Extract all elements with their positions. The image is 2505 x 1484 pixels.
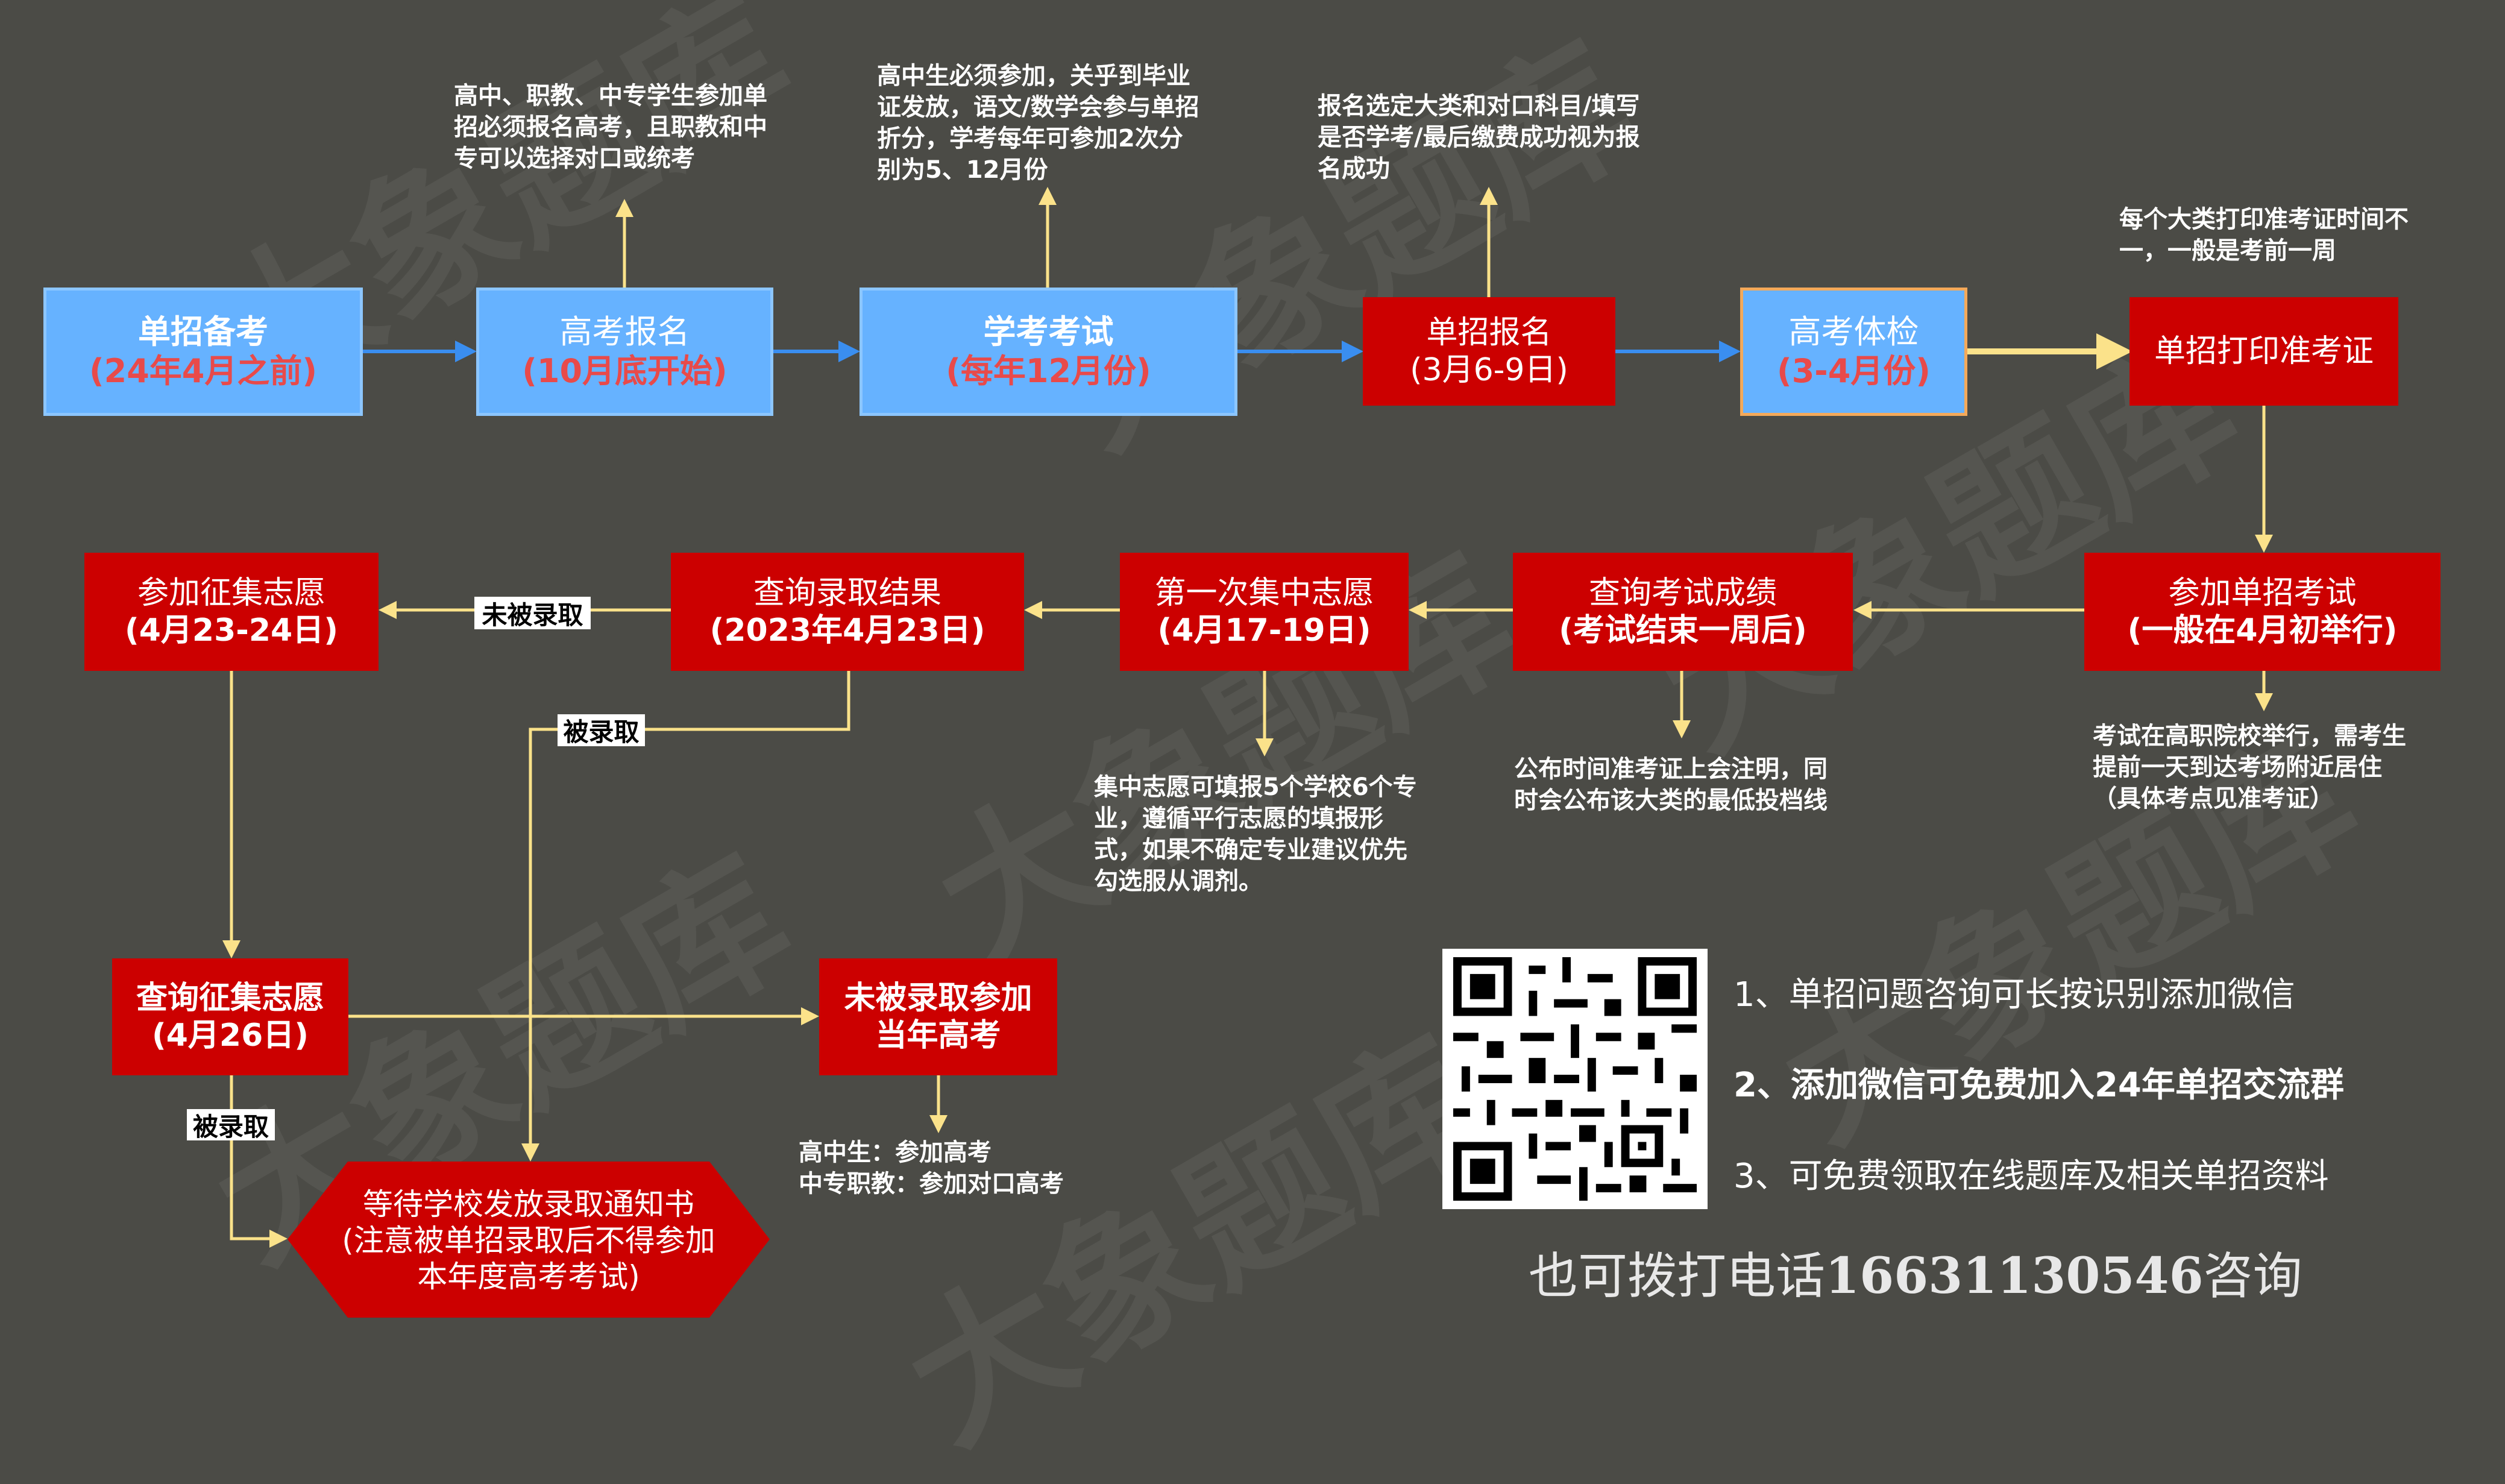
step-title-2: 当年高考 [875,1017,1001,1054]
phone-suffix: 咨询 [2203,1248,2302,1305]
label-admitted: 被录取 [187,1109,275,1142]
step-title: 查询考试成绩 [1588,574,1777,611]
info-line-3: 3、可免费领取在线题库及相关单招资料 [1733,1157,2329,1196]
step-date: (10月底开始) [522,351,728,390]
phone-prefix: 也可拨打电话 [1529,1248,1826,1305]
hexagon-shape [288,1162,770,1318]
step-title: 未被录取参加 [844,979,1032,1016]
step-date: (一般在4月初举行) [2127,612,2398,649]
label-not-admitted: 未被录取 [474,597,591,630]
step-print-ticket: 单招打印准考证 [2129,297,2398,406]
step-title: 查询录取结果 [753,574,941,611]
step-title: 学考考试 [983,312,1114,351]
step-physical-exam: 高考体检 (3-4月份) [1740,288,1967,416]
qr-code[interactable] [1442,949,1708,1209]
step-exam: 参加单招考试 (一般在4月初举行) [2084,553,2441,671]
step-title: 单招备考 [138,312,268,351]
step-date: (4月26日) [151,1017,309,1054]
step-date: (24年4月之前) [89,351,318,390]
step-gaokao-register: 高考报名 (10月底开始) [476,288,773,416]
qr-code-icon [1453,957,1697,1201]
wait-line: 本年度高考考试) [417,1259,640,1294]
wait-line: 等待学校发放录取通知书 [363,1186,694,1222]
step-title: 查询征集志愿 [136,979,324,1016]
step-title: 第一次集中志愿 [1154,574,1374,611]
step-date: (考试结束一周后) [1559,612,1807,649]
step-supplementary: 参加征集志愿 (4月23-24日) [84,553,379,671]
step-title: 单招报名 [1426,314,1552,351]
step-query-result: 查询录取结果 (2023年4月23日) [671,553,1024,671]
note-first-volunteer: 集中志愿可填报5个学校6个专 业，遵循平行志愿的填报形 式，如果不确定专业建议优… [1094,773,1417,895]
step-title: 单招打印准考证 [2154,333,2374,369]
step-date: (2023年4月23日) [709,612,985,649]
step-title: 高考体检 [1788,312,1919,351]
step-prepare: 单招备考 (24年4月之前) [43,288,363,416]
phone-line: 也可拨打电话16631130546咨询 [1529,1236,2302,1307]
info-line-1: 1、单招问题咨询可长按识别添加微信 [1733,975,2295,1014]
note-danzhao-register: 报名选定大类和对口科目/填写 是否学考/最后缴费成功视为报 名成功 [1318,92,1640,183]
step-date: (3-4月份) [1777,351,1931,390]
step-query-score: 查询考试成绩 (考试结束一周后) [1513,553,1853,671]
step-date: (每年12月份) [946,351,1151,390]
note-score: 公布时间准考证上会注明，同 时会公布该大类的最低投档线 [1514,755,1828,814]
note-gaokao-register: 高中、职教、中专学生参加单 招必须报名高考，且职教和中 专可以选择对口或统考 [454,82,767,172]
step-wait-notice: 等待学校发放录取通知书 (注意被单招录取后不得参加 本年度高考考试) [313,1166,744,1314]
step-first-volunteer: 第一次集中志愿 (4月17-19日) [1120,553,1409,671]
wait-line: (注意被单招录取后不得参加 [342,1222,715,1258]
step-title: 高考报名 [559,312,690,351]
info-line-2: 2、添加微信可免费加入24年单招交流群 [1733,1066,2344,1105]
note-print-ticket: 每个大类打印准考证时间不 一，一般是考前一周 [2119,206,2409,265]
step-date: (4月23-24日) [124,612,339,649]
step-xuekao: 学考考试 (每年12月份) [860,288,1237,416]
note-exam: 考试在高职院校举行，需考生 提前一天到达考场附近居住 （具体考点见准考证） [2093,722,2406,813]
note-gaokao: 高中生：参加高考 中专职教：参加对口高考 [799,1139,1064,1198]
step-danzhao-register: 单招报名 (3月6-9日) [1363,297,1615,406]
step-date: (3月6-9日) [1410,352,1568,388]
step-not-admitted-gaokao: 未被录取参加 当年高考 [819,958,1057,1075]
step-title: 参加征集志愿 [137,574,325,611]
step-query-supplementary: 查询征集志愿 (4月26日) [112,958,348,1075]
step-title: 参加单招考试 [2168,574,2357,611]
step-date: (4月17-19日) [1157,612,1371,649]
phone-number[interactable]: 16631130546 [1825,1247,2204,1305]
note-xuekao: 高中生必须参加，关乎到毕业 证发放，语文/数学会参与单招 折分，学考每年可参加2… [877,62,1199,184]
label-admitted: 被录取 [558,714,645,747]
